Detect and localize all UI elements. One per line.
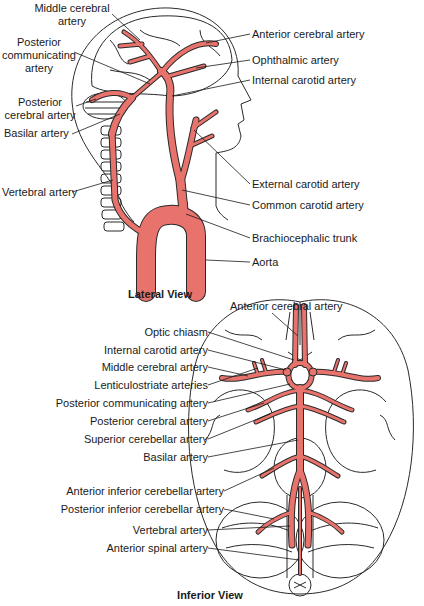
leader-lines-part (272, 313, 298, 336)
leader-lines-part (76, 99, 96, 106)
leader-lines (208, 313, 299, 560)
artery-label: Aorta (252, 256, 422, 269)
brain-outline-part (286, 312, 314, 340)
leader-lines-part (72, 180, 113, 192)
structure-label: Optic chiasm (38, 326, 208, 339)
lateral-arteries-part (120, 32, 160, 70)
lateral-arteries-outline-part (146, 215, 196, 292)
inferior-arteries-outline-part (296, 388, 304, 472)
lateral-arteries-part (162, 43, 216, 72)
inferior-arteries-part (254, 360, 346, 375)
artery-label: Posterior communicating artery (38, 397, 208, 410)
lateral-arteries-outline (92, 32, 216, 292)
artery-label: Anterior cerebral artery (230, 300, 420, 313)
lateral-arteries-part (146, 215, 196, 292)
leader-lines-part (208, 440, 298, 457)
artery-label: Posterior inferior cerebellar artery (34, 503, 224, 516)
leader-lines-part (206, 260, 250, 262)
lateral-arteries-outline-part (161, 71, 179, 178)
leader-lines-part (112, 14, 140, 40)
leader-lines-part (208, 526, 290, 530)
lateral-arteries-part (190, 112, 216, 146)
artery-label: Vertebral artery (38, 524, 208, 537)
leader-lines-part (208, 403, 264, 421)
artery-label: External carotid artery (252, 178, 422, 191)
leader-lines-part (224, 509, 274, 519)
inferior-arteries-part (299, 488, 301, 574)
artery-label: Internal carotid artery (38, 344, 208, 357)
leader-lines-part (172, 80, 250, 96)
leader-lines-part (208, 414, 270, 439)
lateral-arteries-outline-part (162, 43, 216, 72)
inferior-arteries-part (297, 388, 303, 472)
artery-label: Ophthalmic artery (252, 54, 422, 67)
lateral-arteries-outline-part (120, 32, 160, 70)
head-outline-part (92, 16, 232, 96)
artery-label: Middle cerebral artery (32, 2, 112, 28)
head-outline-part (72, 8, 251, 206)
artery-label: Brachiocephalic trunk (252, 232, 422, 245)
inferior-arteries (222, 306, 378, 574)
brain-outline-part (189, 300, 414, 594)
leader-lines-part (208, 548, 299, 560)
inferior-arteries-outline-part (298, 488, 302, 574)
spine-part (104, 222, 124, 231)
leader-lines-part (208, 367, 248, 376)
leader-lines-part (208, 350, 286, 370)
inferior-arteries-part (288, 363, 311, 388)
leader-lines-part (186, 214, 250, 238)
view-caption: Lateral View (100, 288, 220, 301)
leader-lines-part (196, 60, 250, 68)
leader-lines-part (224, 468, 274, 491)
artery-label: Lenticulostriate arteries (38, 379, 208, 392)
lateral-arteries-outline-part (190, 112, 216, 146)
artery-label: Basilar artery (38, 451, 208, 464)
artery-label: Posterior cerebral artery (0, 96, 80, 122)
lateral-arteries (92, 32, 216, 292)
lateral-arteries-outline-part (92, 93, 132, 100)
artery-label: Common carotid artery (252, 199, 422, 212)
leader-lines-part (72, 114, 120, 134)
artery-label: Anterior spinal artery (38, 542, 208, 555)
lateral-arteries-outline-part (132, 74, 160, 98)
artery-label: Anterior inferior cerebellar artery (34, 485, 224, 498)
lateral-arteries-part (92, 93, 132, 100)
artery-label: Superior cerebellar artery (38, 433, 208, 446)
artery-label: Internal carotid artery (252, 74, 422, 87)
artery-label: Posterior communicating artery (0, 36, 78, 75)
lateral-arteries-part (132, 74, 160, 98)
inferior-arteries-part (295, 306, 305, 365)
leader-lines-part (208, 368, 258, 385)
leader-lines-part (74, 52, 150, 84)
brain-outline (189, 300, 414, 596)
inferior-arteries-outline-part (295, 306, 305, 365)
brain-outline-part (289, 574, 311, 596)
leader-lines-part (182, 190, 250, 205)
lateral-arteries-part (112, 132, 150, 236)
inferior-arteries-part (309, 368, 317, 376)
leader-lines-part (206, 34, 250, 43)
leader-lines-part (208, 332, 294, 360)
brain-outline-part (294, 582, 306, 588)
artery-label: Basilar artery (4, 127, 84, 140)
artery-label: Vertebral artery (2, 186, 82, 199)
head-outline (72, 8, 251, 222)
leader-lines (72, 14, 250, 262)
view-caption: Inferior View (150, 589, 270, 602)
head-outline-part (216, 206, 228, 220)
artery-label: Posterior cerebral artery (38, 415, 208, 428)
artery-label: Middle cerebral artery (38, 361, 208, 374)
leader-lines-part (194, 130, 250, 184)
inferior-arteries-outline (222, 306, 378, 574)
leader-lines-part (208, 384, 290, 403)
artery-label: Anterior cerebral artery (252, 28, 422, 41)
lateral-arteries-part (161, 71, 179, 178)
